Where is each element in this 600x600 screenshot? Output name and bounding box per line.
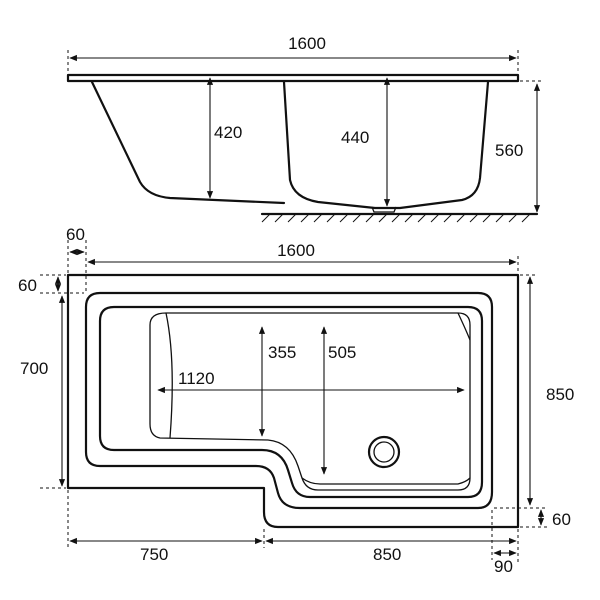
plan-waste-inner: [373, 441, 395, 463]
label-rim-left: 60: [66, 225, 85, 244]
plan-basin-outline: [98, 305, 484, 499]
label-width-right: 850: [546, 385, 574, 404]
label-rim-bottom: 60: [552, 510, 571, 529]
label-depth-left: 420: [214, 123, 242, 142]
side-view: 1600 420 440 560: [66, 34, 542, 223]
floor-hatching: [261, 213, 531, 223]
label-inner-width-narrow: 355: [268, 343, 296, 362]
plan-backrest: [165, 312, 173, 439]
label-inner-length: 1120: [178, 369, 215, 388]
label-height: 560: [495, 141, 523, 160]
label-length-right: 850: [373, 545, 401, 564]
label-length-left: 750: [140, 545, 168, 564]
label-width-left: 700: [20, 359, 48, 378]
plan-rim-inner: [84, 291, 494, 510]
side-body-left: [90, 80, 286, 205]
plan-outer-outline: [66, 273, 520, 529]
plan-waste-outer: [367, 435, 401, 469]
label-plan-length: 1600: [277, 241, 315, 260]
side-rim: [66, 73, 520, 83]
label-rim-right: 90: [494, 557, 513, 576]
side-body-right: [282, 80, 490, 210]
plan-basin-floor: [149, 312, 471, 491]
label-inner-width-wide: 505: [328, 343, 356, 362]
plan-view: 60 1600 60 700 850 1120 355 505 60: [18, 225, 574, 576]
label-rim-top: 60: [18, 276, 37, 295]
side-waste-outlet: [371, 206, 397, 213]
label-depth-right: 440: [341, 128, 369, 147]
label-side-length: 1600: [288, 34, 326, 53]
